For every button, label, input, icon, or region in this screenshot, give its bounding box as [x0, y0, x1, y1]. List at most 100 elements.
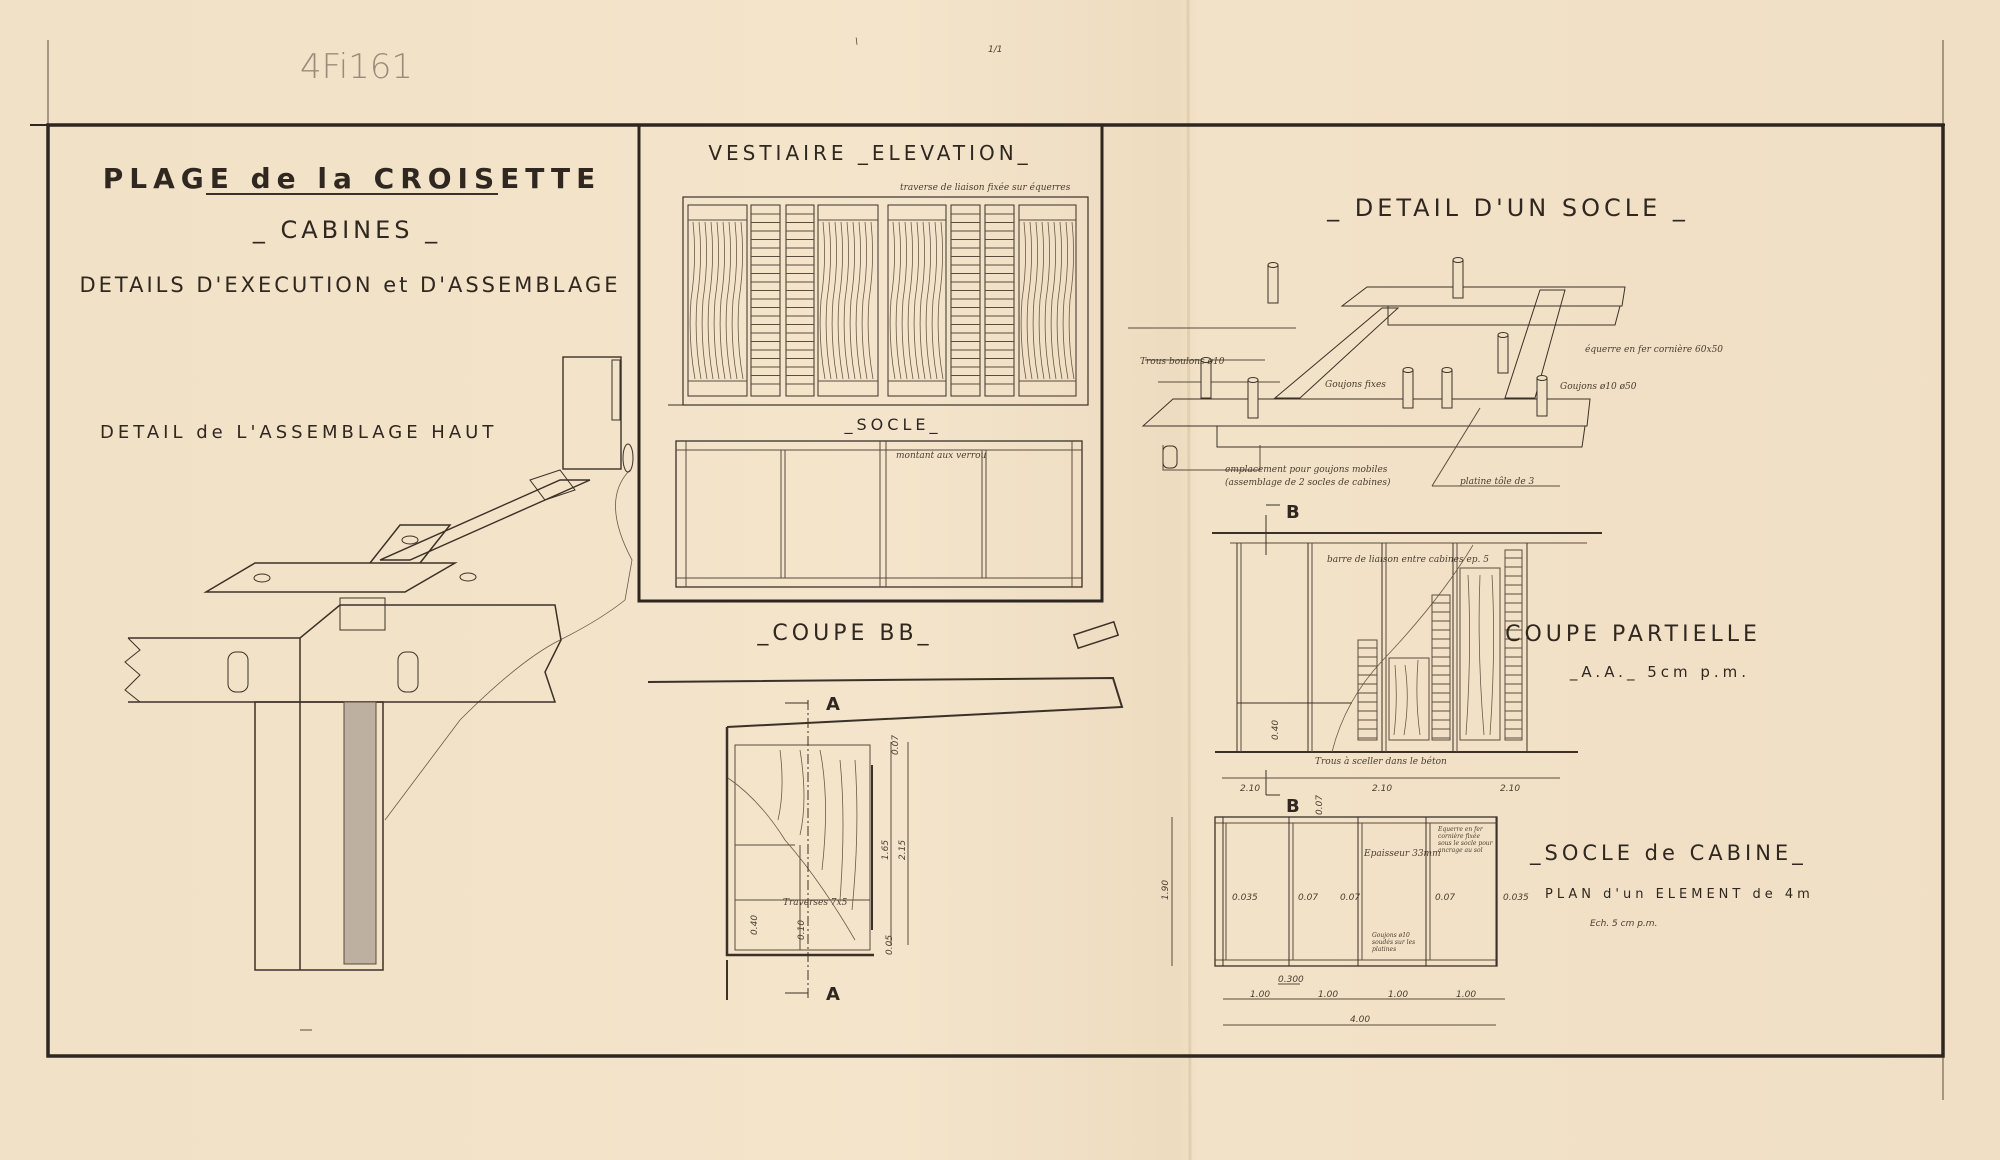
cabin-interior	[734, 744, 871, 951]
louvre-panel	[1504, 549, 1523, 741]
angle-note-box: Equerre en fer cornière fixée sous le so…	[1438, 826, 1493, 854]
total-dim: 4.00	[1350, 1015, 1370, 1025]
angle-note: Equerre en fer cornière fixée sous le so…	[1438, 826, 1493, 854]
plan-outline	[1214, 816, 1498, 967]
horizontal-beam	[128, 604, 562, 703]
door-panel	[687, 204, 748, 397]
dim: 2.10	[1372, 784, 1392, 794]
wood-grain	[1056, 221, 1063, 380]
socle-detail-title: _ DETAIL D'UN SOCLE _	[1326, 194, 1689, 222]
wood-grain	[719, 221, 726, 380]
louvre-panel	[1431, 594, 1451, 741]
vestiaire-socle-plan: montant aux verrou	[675, 440, 1083, 588]
vertical-post	[254, 701, 384, 971]
wood-grain	[1068, 221, 1075, 380]
dim: 1.65	[881, 840, 891, 860]
left-crossbeam	[1273, 307, 1400, 399]
hinge-pin	[622, 443, 634, 473]
dim: 2.15	[898, 840, 908, 860]
peg	[1200, 357, 1212, 399]
wood-grain	[843, 221, 850, 380]
note-plate: platine tôle de 3	[1460, 476, 1535, 487]
wood-grain	[913, 221, 920, 380]
wood-grain	[695, 221, 702, 380]
section-mark-b-top: B	[1286, 502, 1304, 523]
span-dim: 1.00	[1388, 990, 1408, 1000]
socle-outline	[675, 440, 1083, 588]
wood-grain	[825, 221, 832, 380]
peg	[1452, 257, 1464, 299]
thickness-note: Epaisseur 33mm	[1363, 849, 1441, 859]
post-dim: 0.07	[1298, 893, 1318, 903]
dim: 0.40	[750, 915, 760, 935]
socle-isometric-drawing: Trous boulons ø10 Goujons fixes équerre …	[1128, 257, 1723, 488]
pegs	[1200, 257, 1548, 419]
assembly-detail-title: DETAIL de L'ASSEMBLAGE HAUT	[100, 422, 497, 443]
hinge	[611, 359, 621, 421]
peg	[227, 651, 249, 693]
vestiaire-elevation	[668, 196, 1089, 406]
wood-grain	[713, 221, 720, 380]
socket	[339, 597, 386, 631]
mobile-pin	[1162, 445, 1178, 469]
wood-grain	[895, 221, 902, 380]
peg	[1497, 332, 1509, 374]
wood-grain	[725, 221, 732, 380]
bolt-hole	[459, 572, 477, 582]
socle-cabine-title: _SOCLE de CABINE_	[1529, 841, 1807, 866]
coupe-partielle-scale: _A.A._ 5cm p.m.	[1569, 663, 1750, 682]
wood-grain	[861, 221, 868, 380]
bolt-hole	[401, 535, 419, 545]
wood-grain	[837, 221, 844, 380]
partial-slats	[1357, 549, 1523, 741]
cabin-wall	[725, 727, 874, 957]
span-dim: 1.00	[1456, 990, 1476, 1000]
wood-grain	[901, 221, 908, 380]
diagonal-brace	[379, 479, 591, 561]
fold-line	[1186, 0, 1192, 1160]
subtitle: _ CABINES _	[252, 216, 441, 244]
pins-note: Goujons ø10 soudés sur les platines	[1372, 932, 1416, 953]
dim: 0.07	[891, 735, 901, 755]
dim: 0.05	[885, 935, 895, 955]
coupe-partielle-drawing: B B barre de liaison entre cabines ep. 5…	[1212, 502, 1602, 817]
note-pins: Goujons ø10 ø50	[1560, 382, 1637, 392]
peg	[1247, 377, 1259, 419]
plate-arm	[369, 524, 452, 564]
pins-note-box: Goujons ø10 soudés sur les platines	[1372, 932, 1416, 953]
louvre-panel	[950, 204, 981, 397]
hatched-strip	[343, 701, 377, 965]
note-mobile-pins: emplacement pour goujons mobiles	[1225, 465, 1388, 475]
post-dim: 0.035	[1503, 893, 1529, 903]
dim: 2.10	[1500, 784, 1520, 794]
span-dim: 1.00	[1250, 990, 1270, 1000]
wood-grain	[1038, 221, 1045, 380]
assembly-detail-drawing: DETAIL de L'ASSEMBLAGE HAUT	[100, 356, 634, 1031]
post-dim: 0.07	[1435, 893, 1455, 903]
peg	[1267, 262, 1279, 304]
wood-grain	[701, 221, 708, 380]
wood-grain	[867, 221, 874, 380]
sheet-number: 1/1	[988, 45, 1002, 55]
wood-grain	[831, 221, 838, 380]
elevation-panels	[687, 204, 1077, 397]
peg	[397, 651, 419, 693]
cross-plate	[203, 562, 458, 593]
door-panel	[817, 204, 879, 397]
wood-grain	[1393, 574, 1494, 736]
vestiaire-note: traverse de liaison fixée sur équerres	[900, 182, 1071, 193]
archive-reference: 4Fi161	[300, 47, 413, 87]
socle-cabine-scale: Ech. 5 cm p.m.	[1590, 919, 1657, 929]
roof-slab	[647, 676, 1124, 728]
upright-post	[562, 356, 622, 470]
peg	[1441, 367, 1453, 409]
top-dim: 0.07	[1315, 795, 1325, 815]
wood-grain	[1020, 221, 1027, 380]
wood-grain	[819, 221, 826, 380]
elevation-outline	[682, 196, 1089, 406]
peg	[1536, 375, 1548, 417]
peg	[1402, 367, 1414, 409]
wood-grain	[925, 221, 932, 380]
